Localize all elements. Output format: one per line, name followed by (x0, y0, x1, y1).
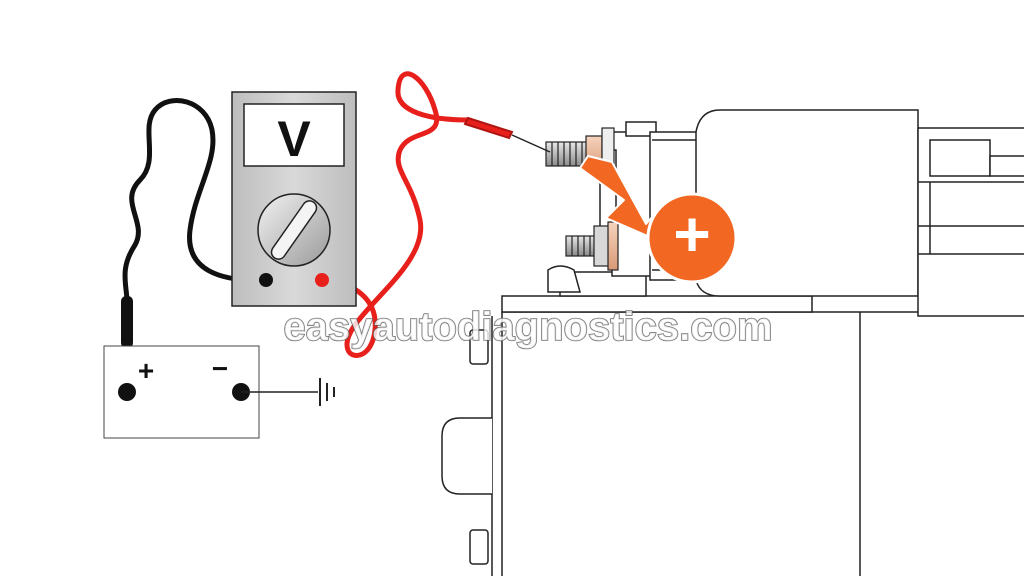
ground-icon (319, 378, 335, 406)
positive-terminal-callout: + (579, 155, 738, 284)
callout-badge (646, 192, 738, 284)
battery-positive-post (118, 383, 136, 401)
s-terminal-stud (565, 221, 619, 271)
red-test-lead (319, 71, 471, 358)
mounting-ear (441, 417, 492, 495)
watermark: easyautodiagnostics.com (283, 305, 772, 349)
red-probe (463, 116, 514, 140)
callout-plus-symbol: + (673, 198, 710, 270)
battery-positive-label: + (138, 355, 154, 386)
starter-housing (501, 311, 1024, 576)
multimeter: V (231, 91, 357, 307)
battery: + − (103, 345, 260, 439)
battery-negative-label: − (212, 353, 228, 384)
com-jack (259, 273, 273, 287)
starter-motor (441, 109, 1024, 576)
black-test-lead (122, 98, 269, 303)
black-probe (121, 296, 133, 348)
volt-jack (315, 273, 329, 287)
meter-dial-pointer (270, 200, 318, 260)
meter-display-label: V (277, 111, 311, 167)
